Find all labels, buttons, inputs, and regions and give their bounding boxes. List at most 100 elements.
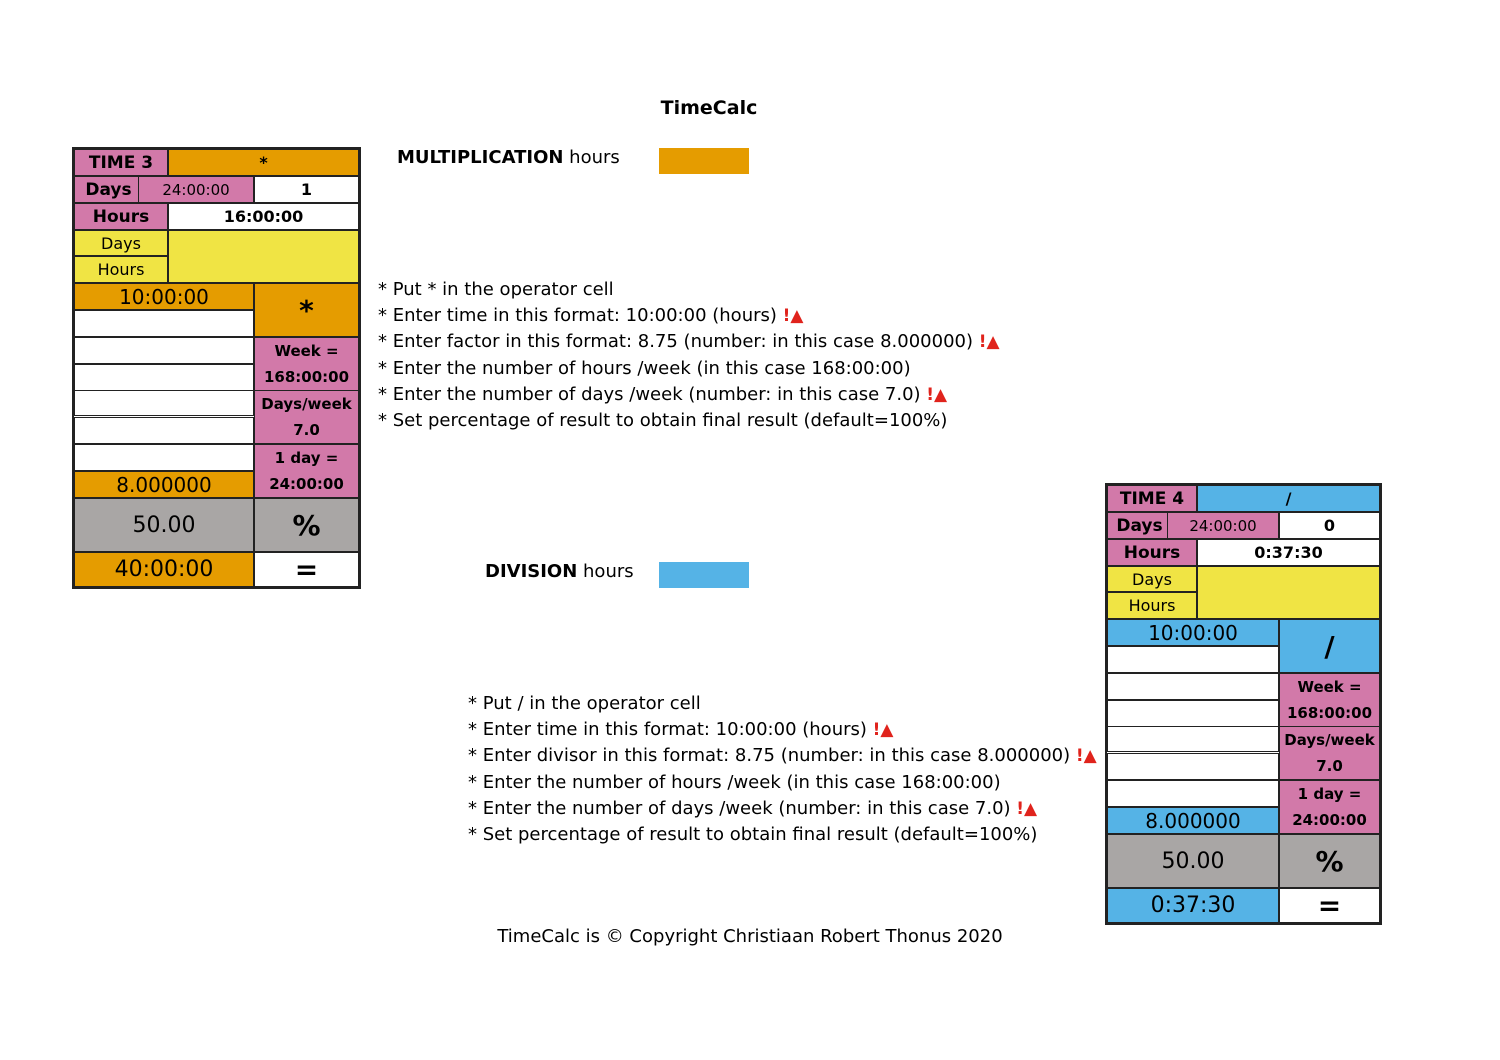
time-input[interactable]: 10:00:00 [1107, 619, 1279, 646]
copyright-text: TimeCalc is © Copyright Christiaan Rober… [497, 926, 1003, 947]
days-of-duration: 24:00:00 [1167, 512, 1279, 539]
warning-icon: !▲ [1016, 798, 1038, 819]
days-week-info-value: 7.0 [293, 421, 320, 439]
instruction-text: * Put / in the operator cell [468, 693, 701, 714]
percentage-input[interactable]: 50.00 [1107, 834, 1279, 888]
equals-sign: = [1279, 888, 1380, 923]
division-instructions: * Put / in the operator cell * Enter time… [468, 691, 1097, 848]
instruction-text: * Enter the number of hours /week (in th… [468, 771, 1001, 793]
instruction-text: * Set percentage of result to obtain fin… [378, 409, 948, 431]
page-title: TimeCalc [660, 97, 758, 119]
factor-input[interactable]: 8.000000 [1107, 807, 1279, 834]
instruction-line: * Put * in the operator cell [378, 277, 1000, 303]
instruction-line: * Enter time in this format: 10:00:00 (h… [378, 303, 1000, 329]
empty-input-row[interactable] [74, 337, 254, 364]
hours-label: Hours [74, 203, 168, 230]
empty-input-row[interactable] [74, 444, 254, 471]
instruction-line: * Enter time in this format: 10:00:00 (h… [468, 717, 1097, 743]
one-day-info: 1 day = 24:00:00 [1279, 780, 1380, 834]
empty-input-row[interactable] [1107, 646, 1279, 673]
division-heading: DIVISION hours [485, 561, 634, 582]
time-label: TIME 3 [74, 149, 168, 176]
instruction-text: * Enter factor in this format: 8.75 (num… [378, 331, 979, 353]
days-week-info: Days/week 7.0 [1279, 726, 1380, 780]
days-week-info-label: Days/week [1284, 731, 1375, 749]
one-day-info: 1 day =24:00:00 [254, 444, 359, 498]
days-week-info-value: 7.0 [1316, 757, 1343, 775]
empty-input-row[interactable] [1107, 726, 1279, 752]
instruction-line: * Enter divisor in this format: 8.75 (nu… [468, 743, 1097, 769]
hours-sub-label: Hours [1107, 592, 1197, 619]
instruction-line: * Enter the number of days /week (number… [468, 796, 1097, 822]
factor-input[interactable]: 8.000000 [74, 471, 254, 498]
warning-icon: !▲ [872, 720, 894, 741]
warning-icon: !▲ [1075, 746, 1097, 767]
days-week-info: Days/week 7.0 [254, 390, 359, 444]
days-sub-label: Days [1107, 566, 1197, 592]
time-input[interactable]: 10:00:00 [74, 283, 254, 310]
empty-input-row[interactable] [1107, 753, 1279, 780]
empty-input-row[interactable] [74, 364, 254, 391]
hours-value: 0:37:30 [1197, 539, 1380, 566]
instruction-text: * Set percentage of result to obtain fin… [468, 823, 1038, 845]
one-day-info-value: 24:00:00 [269, 475, 344, 493]
instruction-text: * Enter time in this format: 10:00:00 (h… [378, 305, 783, 327]
days-count: 0 [1279, 512, 1380, 539]
warning-icon: !▲ [926, 384, 948, 405]
multiplication-heading: MULTIPLICATION hours [397, 147, 620, 168]
multiplication-color-swatch [659, 148, 749, 174]
one-day-info-label: 1 day = [1297, 785, 1362, 803]
week-info-label: Week = [1297, 678, 1362, 696]
week-info-value: 168:00:00 [263, 368, 350, 386]
operator-cell[interactable]: / [1279, 619, 1380, 673]
hours-value: 16:00:00 [168, 203, 359, 230]
division-heading-bold: DIVISION [485, 561, 578, 582]
days-week-info-label: Days/week [261, 395, 352, 413]
empty-input-row[interactable] [1107, 780, 1279, 807]
days-of-duration: 24:00:00 [138, 176, 254, 203]
hours-label: Hours [1107, 539, 1197, 566]
days-hours-result [1197, 566, 1380, 619]
division-color-swatch [659, 562, 749, 588]
multiplication-instructions: * Put * in the operator cell * Enter time… [378, 277, 1000, 434]
one-day-info-value: 24:00:00 [1292, 811, 1367, 829]
instruction-text: * Enter the number of days /week (number… [468, 797, 1017, 819]
days-count: 1 [254, 176, 359, 203]
instruction-line: * Set percentage of result to obtain fin… [378, 408, 1000, 434]
percent-sign: % [1279, 834, 1380, 888]
instruction-line: * Put / in the operator cell [468, 691, 1097, 717]
instruction-line: * Enter the number of hours /week (in th… [378, 356, 1000, 382]
week-info: Week = 168:00:00 [1279, 673, 1380, 727]
instruction-text: * Enter the number of hours /week (in th… [378, 357, 911, 379]
multiplication-heading-bold: MULTIPLICATION [397, 147, 564, 168]
week-info-value: 168:00:00 [1286, 704, 1373, 722]
division-heading-rest: hours [577, 561, 634, 582]
instruction-line: * Enter factor in this format: 8.75 (num… [378, 329, 1000, 355]
instruction-text: * Put * in the operator cell [378, 279, 614, 300]
week-info-label: Week = [274, 342, 339, 360]
instruction-text: * Enter divisor in this format: 8.75 (nu… [468, 745, 1076, 767]
time-label: TIME 4 [1107, 485, 1197, 512]
empty-input-row[interactable] [74, 417, 254, 444]
instruction-text: * Enter the number of days /week (number… [378, 383, 927, 405]
operator-display: * [168, 149, 359, 176]
instruction-line: * Enter the number of hours /week (in th… [468, 770, 1097, 796]
instruction-text: * Enter time in this format: 10:00:00 (h… [468, 719, 873, 741]
week-info: Week = 168:00:00 [254, 337, 359, 391]
empty-input-row[interactable] [1107, 700, 1279, 727]
operator-cell[interactable]: * [254, 283, 359, 337]
days-sub-label: Days [74, 230, 168, 256]
result-value: 40:00:00 [74, 552, 254, 587]
warning-icon: !▲ [978, 332, 1000, 353]
percent-sign: % [254, 498, 359, 552]
instruction-line: * Enter the number of days /week (number… [378, 382, 1000, 408]
empty-input-row[interactable] [74, 390, 254, 416]
empty-input-row[interactable] [1107, 673, 1279, 700]
result-value: 0:37:30 [1107, 888, 1279, 923]
equals-sign: = [254, 552, 359, 587]
percentage-input[interactable]: 50.00 [74, 498, 254, 552]
empty-input-row[interactable] [74, 310, 254, 337]
instruction-line: * Set percentage of result to obtain fin… [468, 822, 1097, 848]
